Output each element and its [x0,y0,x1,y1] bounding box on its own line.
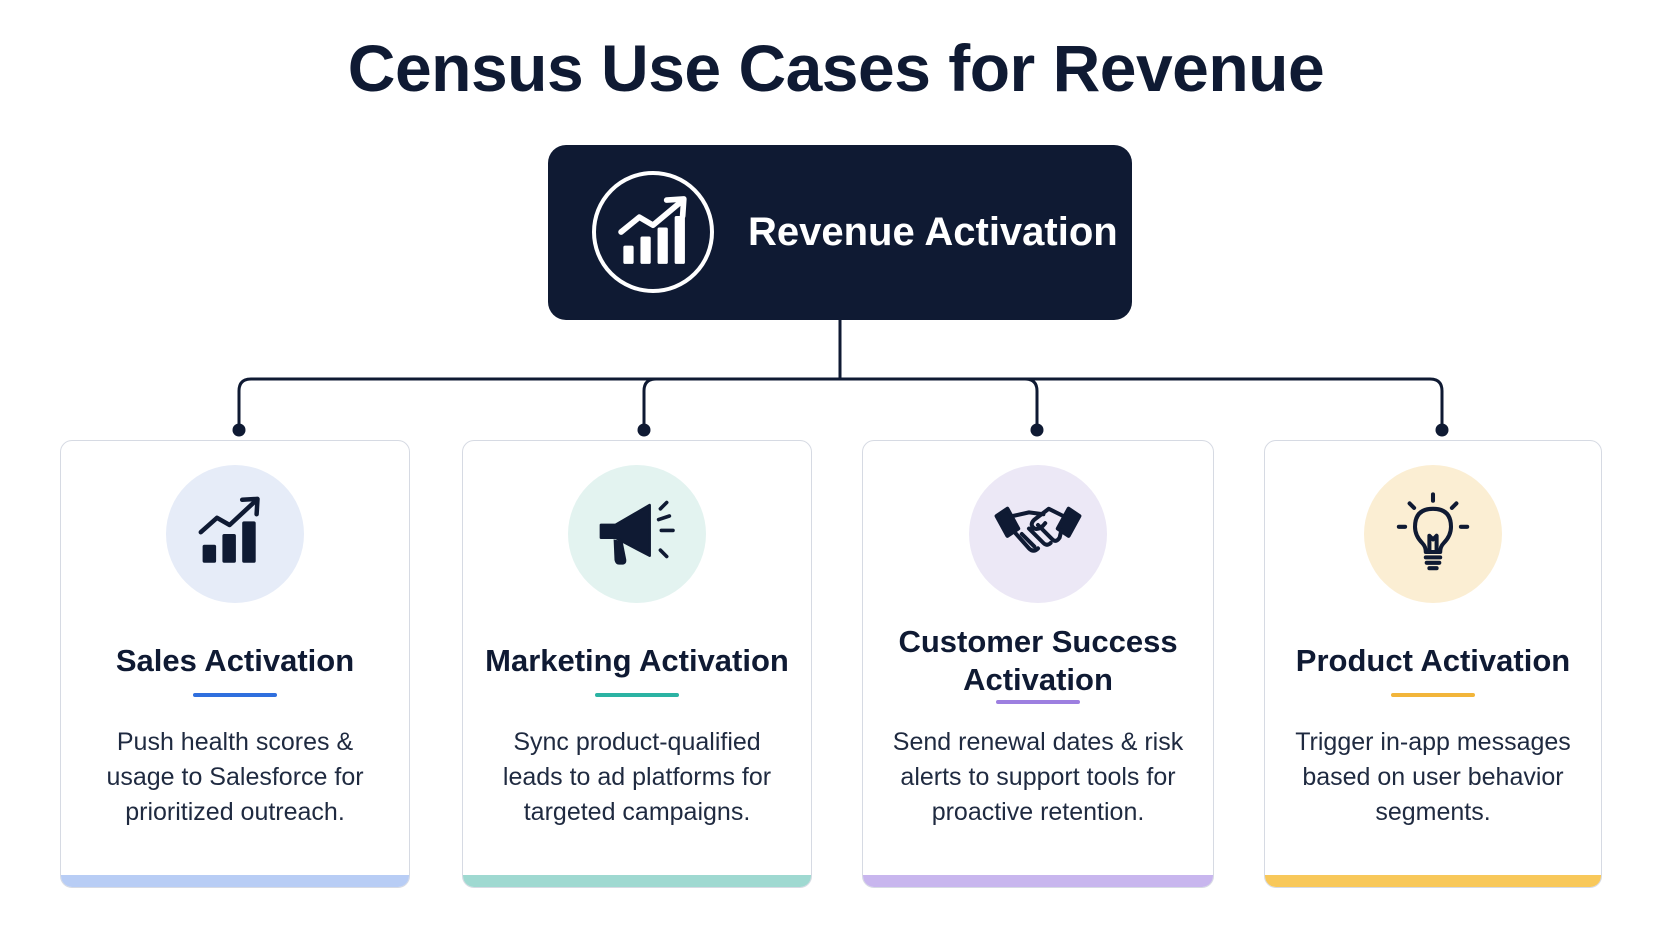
accent-underline [595,693,679,697]
megaphone-icon [599,500,675,565]
connector-dot [1030,423,1044,437]
card-description: Send renewal dates & risk alerts to supp… [892,728,1184,826]
chart-growth-icon [198,496,260,563]
connector-branch-marketing [642,377,840,430]
card-description: Trigger in-app messages based on user be… [1295,728,1571,826]
icon-circle [1364,465,1502,603]
card-title: Marketing Activation [485,643,789,678]
connector-dot [1435,423,1449,437]
connector-dot [637,423,651,437]
accent-underline [1391,693,1475,697]
handshake-icon [994,506,1082,553]
card-accent-bar [1265,875,1601,887]
connector-branch-product [840,377,1444,430]
card-product-activation: Product Activation Trigger in-app messag… [1264,440,1602,888]
icon-circle [166,465,304,603]
accent-underline [193,693,277,697]
card-sales-activation: Sales Activation Push health scores & us… [60,440,410,888]
lightbulb-icon [1396,492,1470,571]
connector-dot [232,423,246,437]
connector-branch-customer-success [840,377,1039,430]
card-title: Customer Success Activation [898,624,1178,697]
card-title: Product Activation [1295,643,1571,678]
revenue-activation-node: Revenue Activation [548,145,1132,320]
card-title: Sales Activation [115,643,355,678]
hub-title: Revenue Activation [748,210,1118,254]
page-title: Census Use Cases for Revenue [347,31,1325,105]
connector-branch-sales [237,377,840,430]
card-accent-bar [61,875,409,887]
card-accent-bar [463,875,811,887]
card-description: Push health scores & usage to Salesforce… [106,728,364,826]
icon-circle [568,465,706,603]
card-accent-bar [863,875,1213,887]
icon-circle [969,465,1107,603]
card-marketing-activation: Marketing Activation Sync product-qualif… [462,440,812,888]
chart-growth-icon [592,171,714,293]
card-description: Sync product-qualified leads to ad platf… [502,728,772,826]
accent-underline [996,700,1080,704]
card-customer-success-activation: Customer Success Activation Send renewal… [862,440,1214,888]
